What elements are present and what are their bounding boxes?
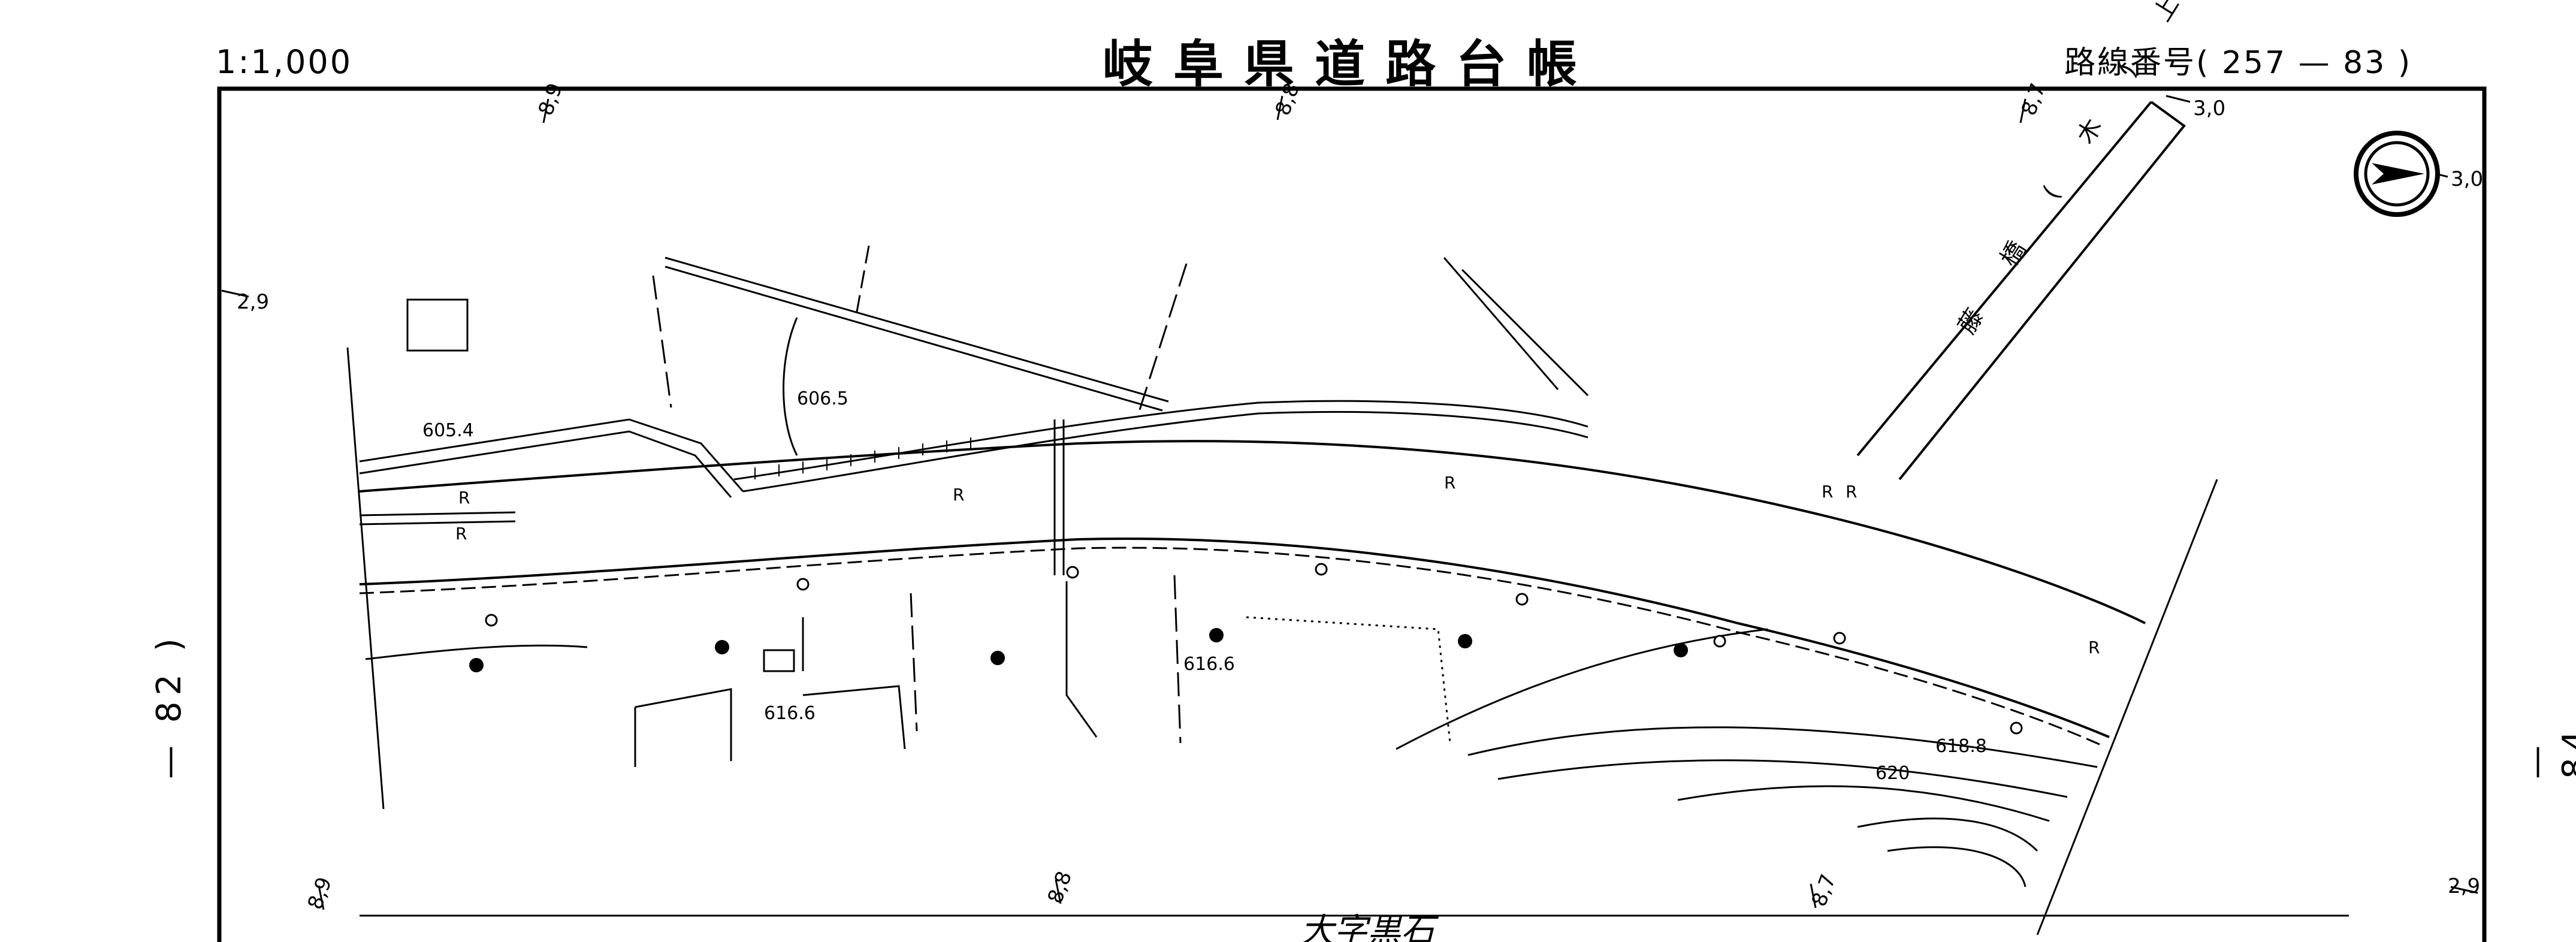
map-scale: 1:1,000 [216, 43, 353, 81]
elevation-2: 606.5 [797, 388, 848, 409]
contours [1467, 726, 2098, 887]
grid-label-right-1: 3,0 [2193, 96, 2225, 120]
map-markers [485, 563, 2023, 735]
road-mark-3: R [953, 485, 964, 505]
contour-label: 620 [1876, 763, 1910, 784]
grid-label-bottom-2: 8,8 [1043, 868, 1077, 907]
elevation-5: 618.8 [1935, 736, 1987, 757]
road-mark-1: R [458, 488, 470, 508]
elevation-1: 605.4 [422, 420, 474, 441]
lower-parcels [365, 298, 1768, 767]
map-features [469, 628, 1688, 672]
bridge-label: 藤 橋 ( 木 ) 上 [1953, 0, 2197, 339]
grid-label-bottom-3: 8,7 [1807, 871, 1841, 910]
grid-label-left: 2,9 [237, 290, 269, 314]
road-mark-6: R [1846, 482, 1857, 502]
slope-line [2036, 479, 2218, 935]
grid-label-top-3: 8,7 [2017, 80, 2050, 119]
grid-label-right-3: 2,9 [2448, 874, 2480, 898]
grid-label-bottom-1: 8,9 [303, 874, 337, 913]
bridge [1856, 101, 2186, 481]
elevation-3: 616.6 [1183, 654, 1235, 675]
map-title: 岐阜県道路台帳 [1103, 35, 1598, 93]
road-mark-2: R [455, 524, 467, 544]
grid-label-top-2: 8,8 [1271, 80, 1304, 119]
grid-label-top-1: 8,9 [534, 80, 567, 119]
road-mark-4: R [1444, 473, 1455, 493]
district-label: 大字黒石 [1300, 911, 1439, 942]
main-road [359, 419, 2146, 747]
elevation-4: 616.6 [764, 703, 816, 724]
road-mark-7: R [2088, 638, 2100, 657]
north-arrow [2354, 131, 2440, 217]
map-frame [217, 86, 2487, 942]
route-number: 路線番号( 257 — 83 ) [2064, 45, 2412, 81]
grid-label-right-2: 3,0 [2451, 167, 2483, 191]
upper-boundaries [346, 245, 1589, 810]
road-mark-5: R [1822, 482, 1833, 502]
grid-ticks [221, 95, 2478, 910]
guard-rail [359, 400, 1589, 526]
